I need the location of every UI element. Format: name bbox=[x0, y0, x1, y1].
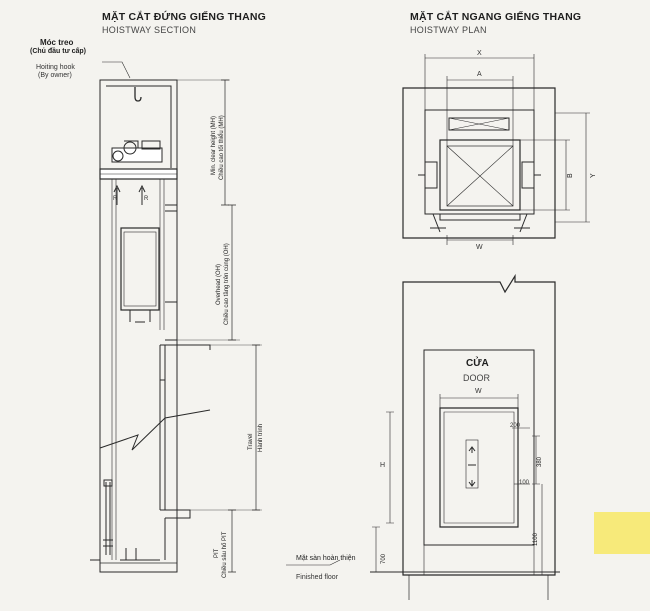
door-dim-200: 200 bbox=[510, 423, 521, 429]
hook-owner-en: (By owner) bbox=[38, 72, 72, 79]
door-dim-100: 100 bbox=[519, 480, 530, 486]
elevator-car bbox=[120, 227, 160, 323]
r-label-left: R bbox=[113, 196, 118, 202]
plan-subtitle: HOISTWAY PLAN bbox=[410, 25, 487, 35]
plan-dim-a: A bbox=[477, 71, 482, 78]
r-label-right: R bbox=[144, 196, 149, 202]
hoistway-plan-drawing bbox=[402, 54, 590, 245]
finished-floor-en: Finished floor bbox=[296, 574, 339, 581]
hook-label-en: Hoiting hook bbox=[36, 64, 75, 71]
travel-label-en: Travel bbox=[248, 433, 254, 450]
door-title: CỬA bbox=[466, 358, 489, 369]
mh-label-en: Min. clear height (MH) bbox=[211, 115, 217, 175]
oh-label-vi: Chiều cao tầng trên cùng (OH) bbox=[224, 243, 230, 325]
section-title: MẶT CẮT ĐỨNG GIẾNG THANG bbox=[102, 11, 267, 23]
plan-dim-x: X bbox=[477, 50, 482, 57]
oh-label-en: Overhead (OH) bbox=[216, 263, 222, 305]
door-dim-380: 380 bbox=[537, 456, 543, 467]
door-dim-w: W bbox=[475, 388, 482, 395]
plan-dim-y: Y bbox=[590, 173, 597, 178]
door-dim-700: 700 bbox=[381, 553, 387, 564]
plan-title: MẶT CẮT NGANG GIẾNG THANG bbox=[410, 11, 582, 23]
hoistway-section-drawing bbox=[90, 61, 341, 573]
door-dim-1100: 1100 bbox=[533, 533, 539, 546]
section-subtitle: HOISTWAY SECTION bbox=[102, 25, 197, 35]
hook-owner-vi: (Chủ đầu tư cấp) bbox=[30, 48, 87, 55]
buffer-spring bbox=[103, 479, 113, 555]
door-dim-h: H bbox=[380, 462, 386, 469]
mh-label-vi: Chiều cao tối thiểu (MH) bbox=[219, 115, 225, 180]
pit-label-en: PIT bbox=[214, 548, 220, 558]
door-elevation-drawing bbox=[370, 273, 560, 600]
traction-machine bbox=[111, 140, 163, 163]
pit-label-vi: Chiều sâu hố PIT bbox=[222, 531, 228, 578]
sticky-note bbox=[594, 512, 650, 554]
plan-dim-b: B bbox=[567, 173, 574, 178]
finished-floor-vi: Mặt sàn hoàn thiện bbox=[296, 555, 356, 562]
travel-label-vi: Hành trình bbox=[258, 423, 264, 452]
hook-label-vi: Móc treo bbox=[40, 38, 74, 47]
door-subtitle: DOOR bbox=[463, 373, 490, 383]
plan-dim-w: W bbox=[476, 244, 483, 251]
